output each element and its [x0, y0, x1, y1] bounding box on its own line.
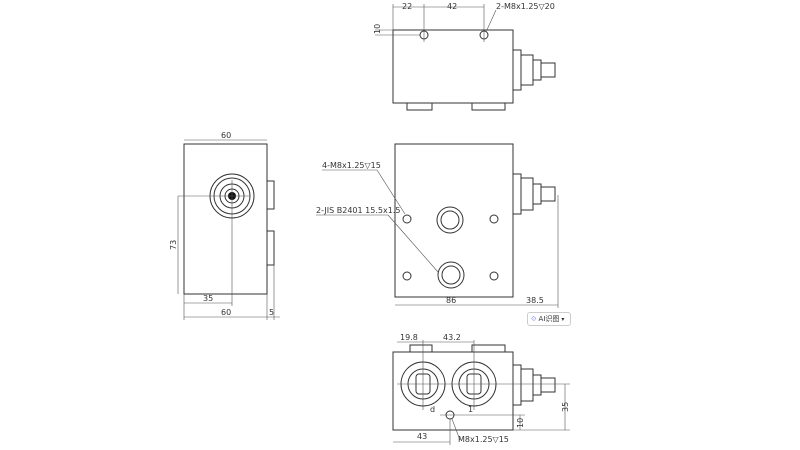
ai-recognize-button[interactable]: ⟐ AI识图 ▾	[527, 312, 571, 326]
front-view: 4-M8x1.25▽15 2-JIS B2401 15.5x1.5 86 38.…	[316, 143, 559, 308]
dim-10: 10	[373, 24, 382, 34]
chevron-down-icon: ▾	[561, 315, 565, 323]
bottom-view: 19.8 43.2 d 1 43 M8x1.25▽15 35 10	[392, 333, 570, 445]
dim-35: 35	[561, 402, 570, 412]
top-view: 22 42 10 2-M8x1.25▽20	[373, 2, 556, 111]
dim-43: 43	[417, 432, 427, 441]
dim-86: 86	[446, 296, 456, 305]
port-1-label: 1	[468, 405, 473, 414]
scan-icon: ⟐	[531, 314, 537, 323]
dim-19-8: 19.8	[400, 333, 418, 342]
dim-22: 22	[402, 2, 412, 11]
dim-73: 73	[169, 240, 178, 250]
ai-button-label: AI识图	[538, 315, 560, 323]
dim-60-bottom: 60	[221, 308, 231, 317]
port-note: 2-JIS B2401 15.5x1.5	[316, 206, 400, 215]
port-d-label: d	[430, 405, 435, 414]
hole-note: 4-M8x1.25▽15	[322, 161, 381, 170]
dim-10: 10	[516, 418, 525, 428]
dim-43-2: 43.2	[443, 333, 461, 342]
dim-35: 35	[203, 294, 213, 303]
dim-38-5: 38.5	[526, 296, 544, 305]
dim-60-top: 60	[221, 131, 231, 140]
dim-5: 5	[269, 308, 274, 317]
dim-42: 42	[447, 2, 457, 11]
hole-note: M8x1.25▽15	[458, 435, 509, 444]
side-view: 60 73 35 60 5	[169, 131, 280, 320]
hole-note: 2-M8x1.25▽20	[496, 2, 555, 11]
